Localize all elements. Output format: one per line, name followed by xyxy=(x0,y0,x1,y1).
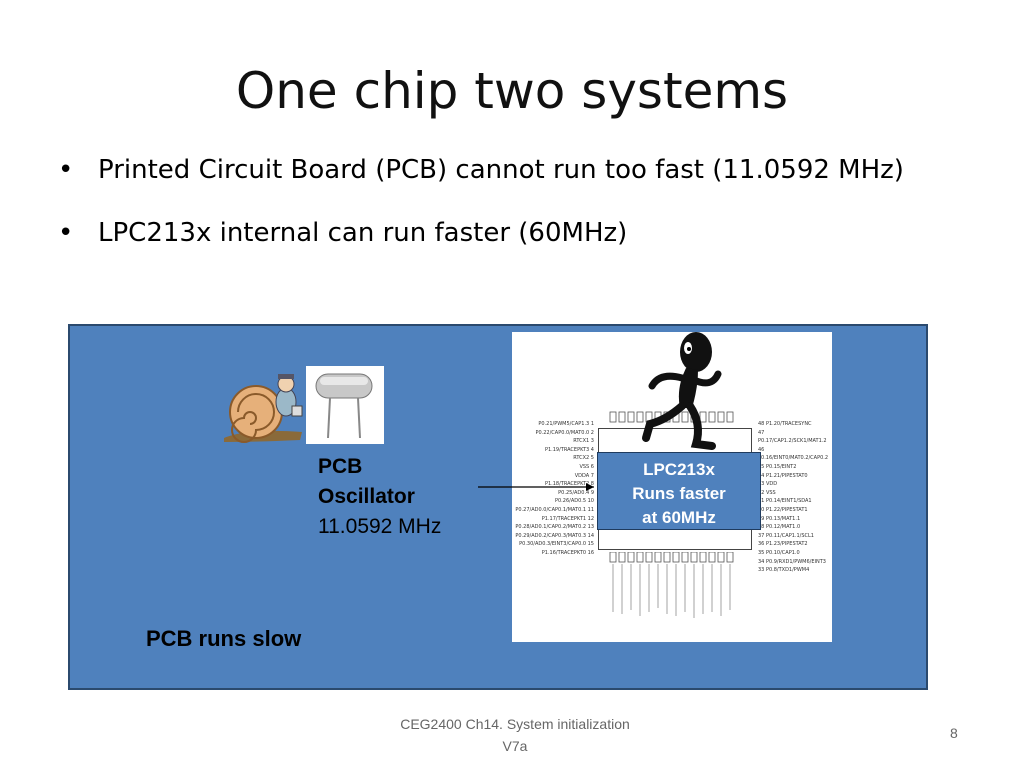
oscillator-label-line1: PCB xyxy=(318,455,363,478)
page-number: 8 xyxy=(950,725,958,741)
pin-label: 40 P1.22/PIPESTAT1 xyxy=(758,506,808,513)
pin-label: 34 P0.9/RXD1/PWM6/EINT3 xyxy=(758,558,826,565)
bullet-item-1: • Printed Circuit Board (PCB) cannot run … xyxy=(58,155,904,185)
chip-speed-box xyxy=(597,452,761,530)
chip-label-line3: at 60MHz xyxy=(642,508,716,527)
slide-title: One chip two systems xyxy=(235,62,789,120)
bottom-pin-stubs xyxy=(609,552,734,618)
bullet-text-1: Printed Circuit Board (PCB) cannot run t… xyxy=(98,155,904,185)
crystal-oscillator-icon xyxy=(306,366,384,444)
board-caption: PCB runs slow xyxy=(146,626,302,651)
pin-label: 47 P0.17/CAP1.2/SCK1/MAT1.2 xyxy=(758,429,827,445)
pin-label: VDDA 7 xyxy=(574,472,594,479)
pin-label: P0.29/AD0.2/CAP0.3/MAT0.3 14 xyxy=(515,532,594,539)
oscillator-label-line2: Oscillator xyxy=(318,485,415,508)
pin-label: 36 P1.23/PIPESTAT2 xyxy=(758,541,808,548)
bullet-glyph: • xyxy=(58,218,74,248)
pin-label: P0.27/AD0.0/CAP0.1/MAT0.1 11 xyxy=(515,506,594,513)
pin-label: 43 VDD xyxy=(758,481,778,488)
pin-label: P1.19/TRACEPKT3 4 xyxy=(544,446,594,453)
pin-label: P1.18/TRACEPKT2 8 xyxy=(544,481,594,488)
pin-label: 41 P0.14/EINT1/SDA1 xyxy=(758,498,812,505)
pin-label: P0.28/AD0.1/CAP0.2/MAT0.2 13 xyxy=(515,524,594,531)
pin-label: 46 P0.16/EINT0/MAT0.2/CAP0.2 xyxy=(758,446,829,462)
pin-label: P1.16/TRACEPKT0 16 xyxy=(541,549,594,556)
snail-icon xyxy=(224,374,303,443)
pin-label: 45 P0.15/EINT2 xyxy=(758,463,797,470)
pin-label: 39 P0.13/MAT1.1 xyxy=(758,515,801,522)
pin-label: P0.22/CAP0.0/MAT0.0 2 xyxy=(535,429,594,436)
pin-label: P0.25/AD0.4 9 xyxy=(558,489,594,496)
pin-label: VSS 6 xyxy=(579,463,594,470)
pin-label: P0.30/AD0.3/EINT3/CAP0.0 15 xyxy=(519,541,594,548)
pin-label: P0.21/PWM5/CAP1.3 1 xyxy=(538,421,594,427)
left-pin-labels: P0.21/PWM5/CAP1.3 1 P0.22/CAP0.0/MAT0.0 … xyxy=(514,420,594,558)
right-pin-labels: 48 P1.20/TRACESYNC 47 P0.17/CAP1.2/SCK1/… xyxy=(758,420,832,575)
pin-label: P1.17/TRACEPKT1 12 xyxy=(541,515,594,522)
pin-label: 33 P0.8/TXD1/PWM4 xyxy=(758,567,810,574)
footer-course: CEG2400 Ch14. System initialization xyxy=(400,716,630,732)
pin-label: 44 P1.21/PIPESTAT0 xyxy=(758,472,808,479)
pin-label: 38 P0.12/MAT1.0 xyxy=(758,524,801,531)
pin-label: 35 P0.10/CAP1.0 xyxy=(758,549,800,556)
oscillator-frequency: 11.0592 MHz xyxy=(318,515,442,538)
footer-version: V7a xyxy=(502,738,528,754)
bullet-item-2: • LPC213x internal can run faster (60MHz) xyxy=(58,218,627,248)
pin-label: 42 VSS xyxy=(758,489,776,496)
pin-label: 37 P0.11/CAP1.1/SCL1 xyxy=(758,532,814,539)
pin-label: P0.26/AD0.5 10 xyxy=(554,498,594,505)
chip-label-line2: Runs faster xyxy=(632,484,726,503)
slide-footer: CEG2400 Ch14. System initialization V7a xyxy=(360,713,670,757)
running-figure-icon xyxy=(642,332,722,450)
bullet-glyph: • xyxy=(58,155,74,185)
pin-label: RTCX2 5 xyxy=(573,455,594,462)
pin-label: RTCX1 3 xyxy=(573,438,594,445)
oscillator-label: PCB Oscillator 11.0592 MHz xyxy=(318,452,441,542)
chip-speed-label: LPC213x Runs faster at 60MHz xyxy=(597,458,761,530)
pin-label: 48 P1.20/TRACESYNC xyxy=(758,421,812,427)
bullet-text-2: LPC213x internal can run faster (60MHz) xyxy=(98,218,628,248)
chip-label-line1: LPC213x xyxy=(643,460,715,479)
